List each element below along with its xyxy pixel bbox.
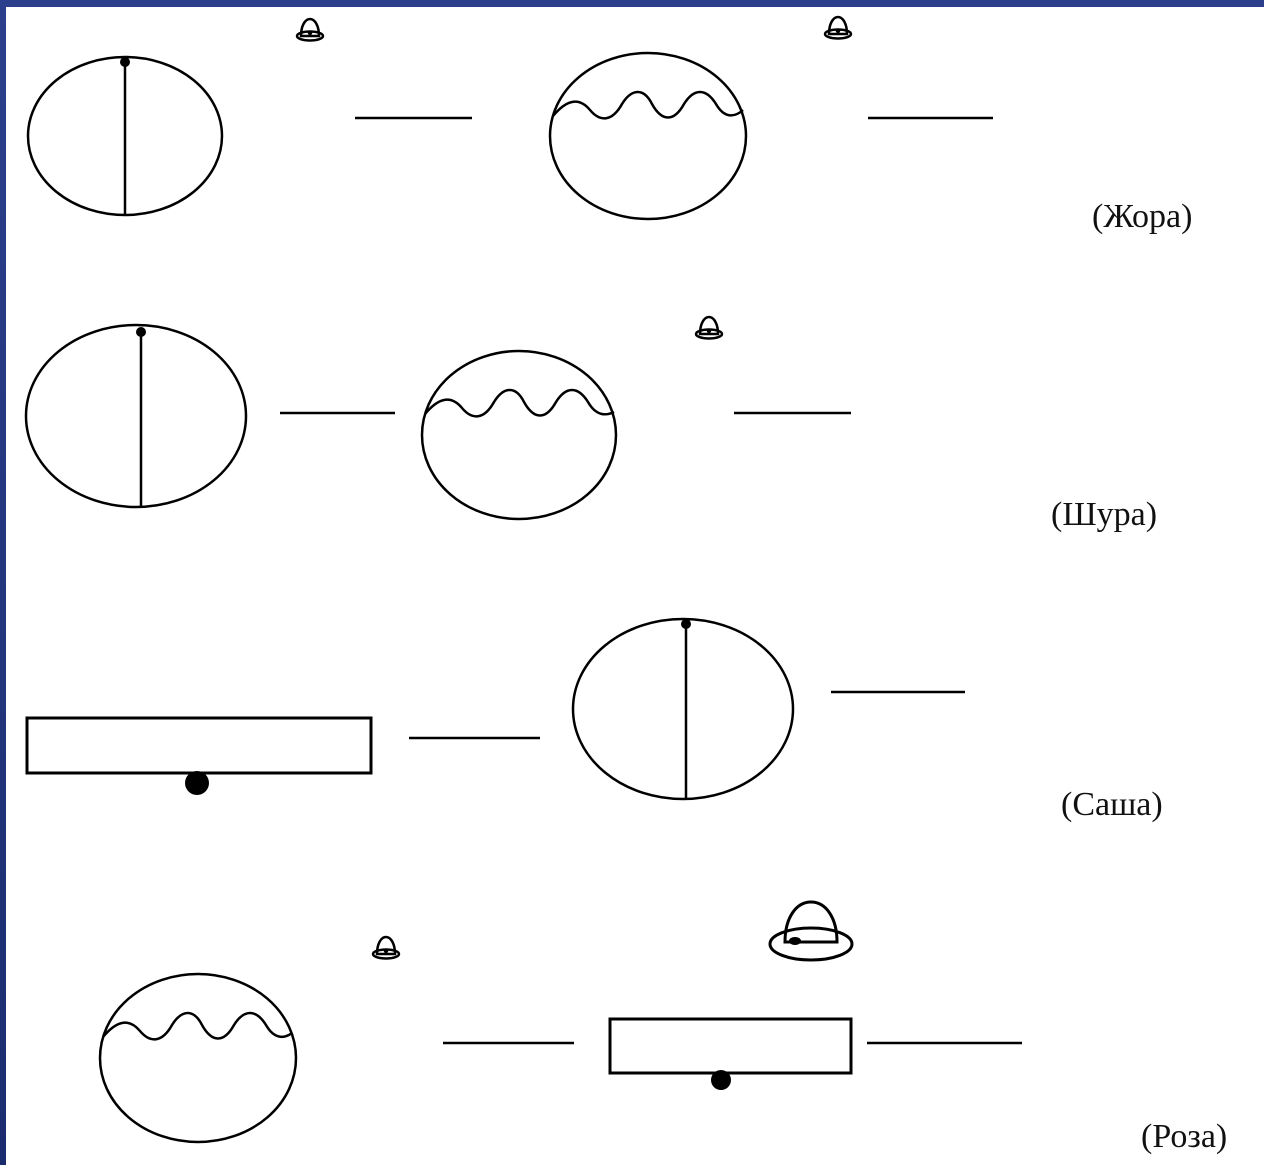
rectangle-with-dot [608, 1017, 853, 1090]
circle-with-wave [548, 51, 748, 221]
row-label-sasha: (Саша) [1061, 786, 1163, 823]
circle-with-string [24, 323, 248, 509]
row-shura [24, 315, 851, 521]
bell-icon [694, 315, 724, 340]
circle-with-string [571, 617, 795, 801]
bell-icon [295, 17, 325, 42]
circle-with-wave [98, 972, 298, 1144]
rectangle-with-dot [25, 716, 373, 795]
bell-icon [371, 935, 401, 960]
worksheet [6, 7, 1264, 1165]
row-label-shura: (Шура) [1051, 496, 1158, 533]
bell-icon [823, 15, 853, 40]
bell-large-icon [768, 900, 854, 962]
row-zhora [26, 15, 993, 221]
row-label-zhora: (Жора) [1092, 198, 1193, 235]
circle-with-string [26, 55, 224, 217]
circle-with-wave [420, 349, 618, 521]
row-label-roza: (Роза) [1141, 1118, 1228, 1155]
row-sasha [25, 617, 965, 801]
row-roza [98, 900, 1022, 1144]
